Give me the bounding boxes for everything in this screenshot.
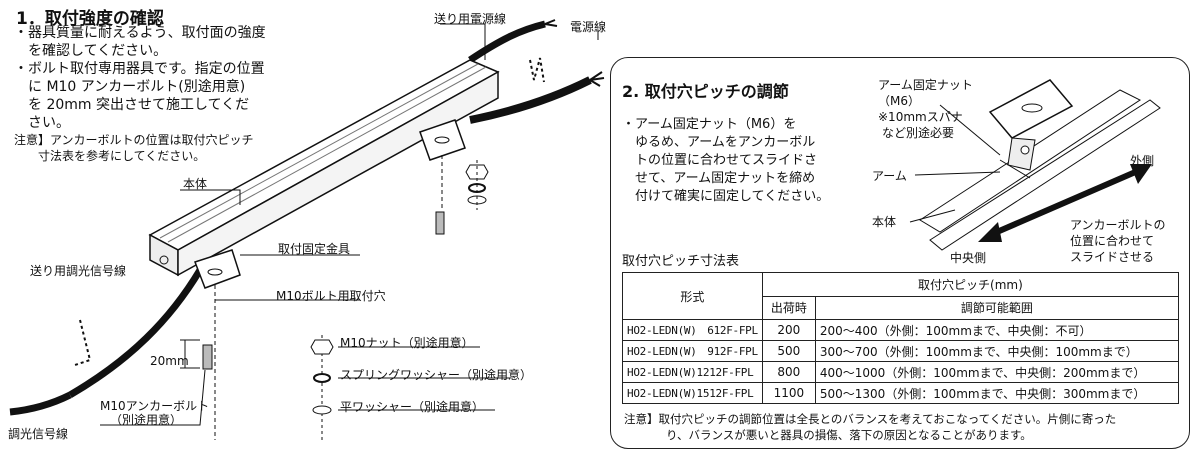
label-body: 本体: [183, 177, 208, 191]
cell-ship: 800: [761, 361, 816, 383]
label-slide2: 位置に合わせて: [1070, 234, 1155, 248]
slide-arrow: [988, 167, 1142, 238]
label-center: 中央側: [950, 251, 987, 265]
bullet-line: を確認してください。: [14, 43, 168, 59]
label-spring-washer: スプリングワッシャー（別途用意）: [340, 368, 533, 382]
table-row: HO2-LEDN(W) 612F-FPL 200 200～400（外側：100m…: [622, 319, 1180, 341]
cell-range: 300～700（外側：100mmまで、中央側：100mmまで）: [814, 340, 1180, 362]
label-anchor-sub: （別途用意）: [110, 413, 183, 427]
cell-range: 400～1000（外側：100mmまで、中央側：200mmまで）: [814, 361, 1180, 383]
bullet-line: ・器具質量に耐えるよう、取付面の強度: [14, 25, 266, 41]
cell-ship: 500: [761, 340, 816, 362]
label-flat-washer: 平ワッシャー（別途用意）: [340, 400, 485, 414]
section2-bullets: ・アーム固定ナット（M6）を ゆるめ、アームをアンカーボル トの位置に合わせてス…: [622, 116, 829, 206]
fixture-illustration: [9, 19, 605, 440]
cell-model: HO2-LEDN(W)1212F-FPL: [622, 361, 763, 383]
arm-plate: [988, 79, 1074, 139]
label-spanner: ※10mmスパナ: [878, 110, 963, 124]
note-line: 注意】アンカーボルトの位置は取付穴ピッチ: [14, 133, 254, 147]
m10-nut: [310, 339, 334, 355]
bullet-line: 付けて確実に固定してください。: [622, 189, 830, 204]
bullet-line: さい。: [14, 115, 70, 131]
anchor-bolt-right: [435, 211, 445, 235]
flat-washer: [312, 405, 332, 415]
cell-model: HO2-LEDN(W) 612F-FPL: [622, 319, 763, 341]
label-dimming-signal: 調光信号線: [8, 427, 69, 441]
note-line: 寸法表を参考にしてください。: [14, 149, 206, 163]
note-line: り、バランスが悪いと器具の損傷、落下の原因となることがあります。: [666, 428, 1032, 442]
label-bracket: 取付固定金具: [278, 242, 351, 256]
bullet-line: トの位置に合わせてスライドさ: [622, 153, 818, 168]
spring-washer: [313, 373, 331, 383]
cell-range: 500～1300（外側：100mmまで、中央側：300mmまで）: [814, 382, 1180, 404]
label-arm-nut: アーム固定ナット: [878, 78, 973, 92]
bullet-line: ゆるめ、アームをアンカーボル: [622, 135, 816, 150]
label-slide1: アンカーボルトの: [1070, 218, 1166, 232]
label-anchor-bolt: M10アンカーボルト: [100, 399, 210, 413]
header-ship: 出荷時: [761, 295, 816, 320]
table-subheader-row: 出荷時 調節可能範囲: [623, 295, 1180, 320]
bullet-line: ・ボルト取付専用器具です。指定の位置: [14, 61, 265, 77]
header-pitch: 取付穴ピッチ(mm): [761, 272, 1180, 297]
cell-ship: 1100: [761, 382, 816, 404]
table-row: HO2-LEDN(W)1212F-FPL 800 400～1000（外側：100…: [622, 361, 1180, 383]
label-diagram-body: 本体: [872, 215, 897, 229]
section1-bullets: ・器具質量に耐えるよう、取付面の強度 を確認してください。 ・ボルト取付専用器具…: [14, 24, 266, 132]
table-header-row: 形式 取付穴ピッチ(mm): [622, 272, 1180, 320]
section2-note: 注意】取付穴ピッチの調節位置は全長とのバランスを考えておこなってください。片側に…: [624, 411, 1116, 443]
cell-model: HO2-LEDN(W) 912F-FPL: [622, 340, 763, 362]
pitch-table: 形式 取付穴ピッチ(mm) 出荷時 調節可能範囲 HO2-LEDN(W) 612…: [622, 272, 1180, 404]
label-m6: （M6）: [878, 94, 920, 108]
label-spanner2: など別途必要: [882, 126, 955, 140]
label-20mm: 20mm: [150, 354, 189, 368]
rail-bottom: [929, 99, 1161, 251]
label-outer: 外側: [1130, 154, 1155, 168]
arm-nut-icon: [1020, 145, 1030, 155]
power-cable: [469, 76, 592, 124]
table-row: HO2-LEDN(W) 912F-FPL 500 300～700（外側：100m…: [622, 340, 1180, 362]
anchor-bolt-left: [202, 344, 213, 370]
dimming-cable: [68, 268, 204, 399]
header-model: 形式: [622, 272, 763, 320]
label-power: 電源線: [570, 20, 607, 34]
bullet-line: ・アーム固定ナット（M6）を: [622, 117, 797, 132]
bullet-line: を 20mm 突出させて施工してくだ: [14, 97, 250, 113]
label-arm: アーム: [872, 169, 907, 183]
arm-slide-diagram: [909, 79, 1161, 251]
arm-leg: [1007, 137, 1036, 171]
mount-bracket-right: [419, 119, 466, 161]
bullet-line: に M10 アンカーボルト(別途用意): [14, 79, 246, 95]
table-title: 取付穴ピッチ寸法表: [622, 254, 740, 269]
bullet-line: せて、アーム固定ナットを締め: [622, 171, 816, 186]
fixture-side-face: [177, 70, 499, 277]
cell-range: 200～400（外側：100mmまで、中央側：不可）: [814, 319, 1180, 341]
note-line: 注意】取付穴ピッチの調節位置は全長とのバランスを考えておこなってください。片側に…: [624, 412, 1117, 426]
cell-ship: 200: [761, 319, 816, 341]
table-row: HO2-LEDN(W)1512F-FPL 1100 500～1300（外側：10…: [622, 382, 1180, 404]
section1-title: 1．取付強度の確認: [16, 9, 164, 29]
label-send-power: 送り用電源線: [434, 12, 507, 26]
label-mounting-hole: M10ボルト用取付穴: [276, 289, 386, 303]
send-power-cable: [468, 20, 546, 63]
cell-model: HO2-LEDN(W)1512F-FPL: [622, 382, 763, 404]
label-slide3: スライドさせる: [1070, 250, 1155, 264]
section1-note: 注意】アンカーボルトの位置は取付穴ピッチ 寸法表を参考にしてください。: [14, 132, 254, 164]
label-send-dimming: 送り用調光信号線: [30, 264, 127, 278]
header-range: 調節可能範囲: [814, 295, 1180, 320]
section2-title: 2. 取付穴ピッチの調節: [622, 82, 789, 101]
label-nut: M10ナット（別途用意）: [340, 336, 474, 350]
